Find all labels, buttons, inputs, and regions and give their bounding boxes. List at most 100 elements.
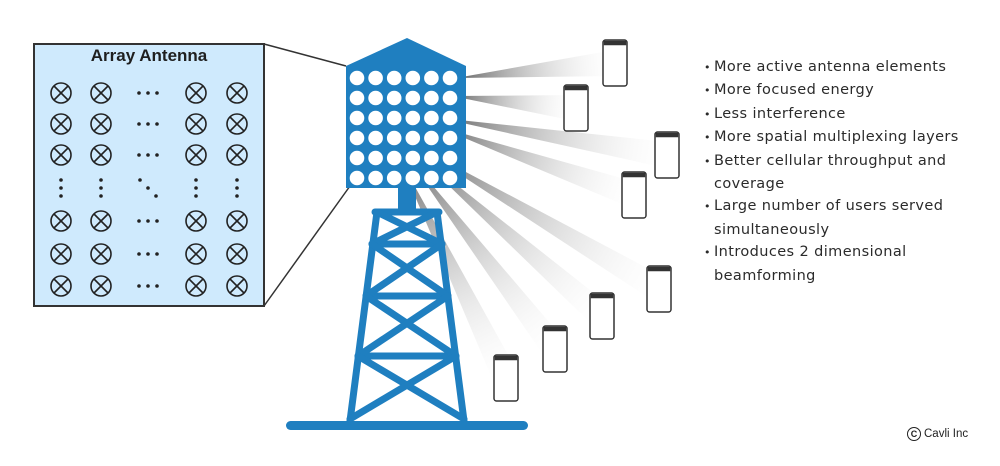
array-element (442, 110, 458, 126)
array-element (442, 130, 458, 146)
beam (440, 118, 670, 168)
antenna-element-icon (226, 144, 248, 166)
array-element (424, 170, 439, 186)
antenna-element-icon (50, 210, 72, 232)
ellipsis-vertical (59, 178, 63, 198)
antenna-element-icon (185, 210, 207, 232)
antenna-element-icon (226, 275, 248, 297)
array-element (442, 90, 458, 106)
smartphone-icon (589, 292, 615, 340)
antenna-element-icon (50, 82, 72, 104)
array-element (349, 90, 365, 106)
antenna-element-icon (185, 243, 207, 265)
beam (456, 50, 617, 78)
smartphone-icon (563, 84, 589, 132)
antenna-array-head (349, 70, 458, 186)
feature-item: Less interference (704, 103, 994, 126)
array-element (349, 150, 365, 166)
antenna-element-icon (90, 210, 112, 232)
feature-item: Introduces 2 dimensional beamforming (704, 241, 994, 287)
array-element (368, 70, 383, 86)
antenna-element-icon (90, 275, 112, 297)
ellipsis-diagonal (138, 178, 158, 198)
ellipsis-horizontal (137, 219, 159, 223)
ellipsis-vertical (99, 178, 103, 198)
copyright-text: Cavli Inc (924, 428, 969, 440)
antenna-element-icon (226, 243, 248, 265)
array-element (405, 170, 421, 186)
antenna-element-icon (90, 243, 112, 265)
array-element (424, 130, 439, 146)
array-element (386, 150, 402, 166)
array-element (386, 70, 402, 86)
ellipsis-horizontal (137, 153, 159, 157)
antenna-element-icon (185, 275, 207, 297)
array-element (386, 130, 402, 146)
antenna-element-icon (50, 275, 72, 297)
smartphone-icon (654, 131, 680, 179)
beam (415, 145, 666, 301)
array-element (386, 110, 402, 126)
array-element (424, 110, 439, 126)
array-element (368, 130, 383, 146)
beam (410, 148, 611, 326)
antenna-element-icon (226, 210, 248, 232)
feature-item: More spatial multiplexing layers (704, 126, 994, 149)
array-element (349, 170, 365, 186)
antenna-element-icon (50, 144, 72, 166)
cell-tower-icon (286, 38, 528, 430)
array-element (368, 110, 383, 126)
antenna-element-icon (226, 82, 248, 104)
array-element (405, 130, 421, 146)
smartphone-icon (646, 265, 672, 313)
antenna-element-icon (90, 113, 112, 135)
device-group (493, 39, 680, 402)
array-element (405, 90, 421, 106)
zoom-line-top (263, 43, 347, 67)
antenna-element-icon (50, 243, 72, 265)
antenna-element-icon (226, 113, 248, 135)
zoom-line-bottom (263, 185, 351, 307)
ellipsis-horizontal (137, 252, 159, 256)
array-element (424, 90, 439, 106)
array-element (442, 70, 458, 86)
antenna-element-icon (185, 144, 207, 166)
array-element (386, 90, 402, 106)
array-element (349, 130, 365, 146)
array-element (368, 170, 383, 186)
smartphone-icon (542, 325, 568, 373)
smartphone-icon (621, 171, 647, 219)
array-element (405, 70, 421, 86)
array-element (424, 150, 439, 166)
smartphone-icon (602, 39, 628, 87)
array-antenna-panel (33, 43, 265, 307)
antenna-element-icon (185, 82, 207, 104)
panel-title: Array Antenna (90, 46, 208, 65)
antenna-element-icon (185, 113, 207, 135)
smartphone-icon (493, 354, 519, 402)
ellipsis-vertical (235, 178, 239, 198)
feature-item: More focused energy (704, 79, 994, 102)
array-element (442, 170, 458, 186)
ellipsis-vertical (194, 178, 198, 198)
array-element (368, 150, 383, 166)
array-element (349, 110, 365, 126)
copyright-notice: C Cavli Inc (907, 427, 968, 441)
array-element (349, 70, 365, 86)
antenna-element-grid (50, 82, 248, 297)
copyright-icon: C (907, 427, 921, 441)
feature-list: More active antenna elements More focuse… (704, 56, 994, 287)
ellipsis-horizontal (137, 122, 159, 126)
beam (404, 152, 566, 357)
array-element (405, 150, 421, 166)
antenna-element-icon (90, 144, 112, 166)
ellipsis-horizontal (137, 91, 159, 95)
feature-item: Large number of users served simultaneou… (704, 195, 994, 241)
feature-item: More active antenna elements (704, 56, 994, 79)
array-element (405, 110, 421, 126)
antenna-element-icon (50, 113, 72, 135)
beam (452, 95, 578, 121)
beam (436, 126, 639, 208)
ellipsis-horizontal (137, 284, 159, 288)
